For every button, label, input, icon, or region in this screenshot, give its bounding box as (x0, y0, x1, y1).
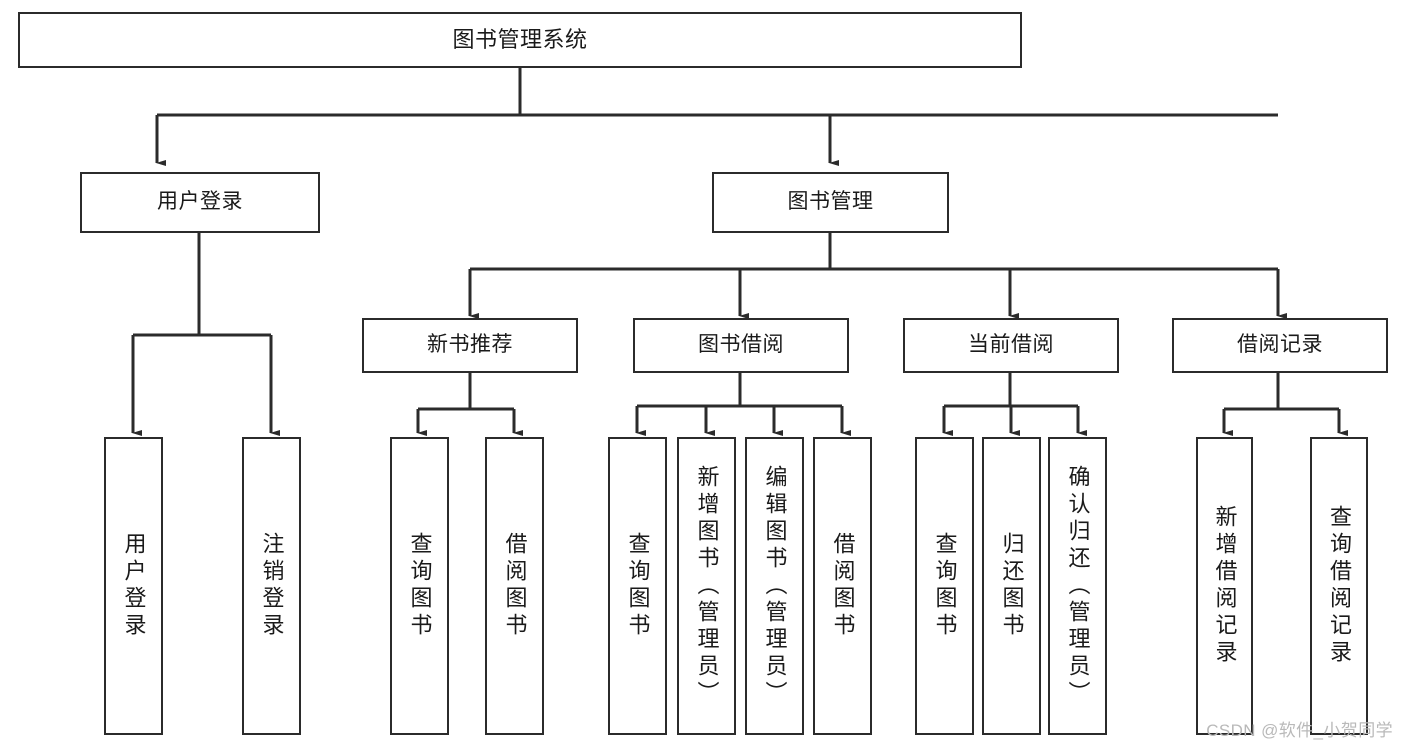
node-current-borrow-label: 当前借阅 (968, 333, 1054, 357)
node-leaf-borrow-book-1[interactable]: 借阅图书 (485, 437, 544, 735)
node-book-manage[interactable]: 图书管理 (712, 172, 949, 233)
node-user-login-label: 用户登录 (157, 190, 243, 214)
node-leaf-user-login[interactable]: 用户登录 (104, 437, 163, 735)
node-leaf-borrow-book-1-label: 借阅图书 (502, 532, 528, 640)
node-leaf-confirm-return[interactable]: 确认归还（管理员） (1048, 437, 1107, 735)
node-leaf-query-book-3[interactable]: 查询图书 (915, 437, 974, 735)
csdn-watermark: CSDN @软件_小贺同学 (1206, 721, 1393, 740)
node-current-borrow[interactable]: 当前借阅 (903, 318, 1119, 373)
node-leaf-query-book-2[interactable]: 查询图书 (608, 437, 667, 735)
node-leaf-query-book-1[interactable]: 查询图书 (390, 437, 449, 735)
node-leaf-confirm-return-label: 确认归还（管理员） (1065, 464, 1091, 708)
node-leaf-add-record-label: 新增借阅记录 (1212, 505, 1238, 667)
node-leaf-add-book-label: 新增图书（管理员） (694, 464, 720, 708)
node-leaf-query-book-1-label: 查询图书 (407, 532, 433, 640)
node-borrow-record[interactable]: 借阅记录 (1172, 318, 1388, 373)
node-new-book-recommend[interactable]: 新书推荐 (362, 318, 578, 373)
node-book-borrow-label: 图书借阅 (698, 333, 784, 357)
node-leaf-return-book-label: 归还图书 (999, 532, 1025, 640)
node-leaf-add-record[interactable]: 新增借阅记录 (1196, 437, 1253, 735)
node-leaf-borrow-book-2-label: 借阅图书 (830, 532, 856, 640)
node-leaf-borrow-book-2[interactable]: 借阅图书 (813, 437, 872, 735)
node-user-login[interactable]: 用户登录 (80, 172, 320, 233)
node-leaf-user-login-label: 用户登录 (121, 532, 147, 640)
node-leaf-query-book-2-label: 查询图书 (625, 532, 651, 640)
node-leaf-query-record-label: 查询借阅记录 (1327, 505, 1352, 667)
node-leaf-query-book-3-label: 查询图书 (932, 532, 958, 640)
node-leaf-query-record[interactable]: 查询借阅记录 (1310, 437, 1368, 735)
node-leaf-return-book[interactable]: 归还图书 (982, 437, 1041, 735)
node-leaf-edit-book-label: 编辑图书（管理员） (762, 464, 788, 708)
node-leaf-logout-login-label: 注销登录 (259, 532, 285, 640)
node-new-book-recommend-label: 新书推荐 (427, 333, 513, 357)
node-leaf-logout-login[interactable]: 注销登录 (242, 437, 301, 735)
node-book-manage-label: 图书管理 (787, 190, 874, 214)
node-book-borrow[interactable]: 图书借阅 (633, 318, 849, 373)
node-root-label: 图书管理系统 (452, 27, 588, 53)
node-root[interactable]: 图书管理系统 (18, 12, 1022, 68)
node-leaf-add-book[interactable]: 新增图书（管理员） (677, 437, 736, 735)
node-leaf-edit-book[interactable]: 编辑图书（管理员） (745, 437, 804, 735)
node-borrow-record-label: 借阅记录 (1237, 333, 1323, 357)
